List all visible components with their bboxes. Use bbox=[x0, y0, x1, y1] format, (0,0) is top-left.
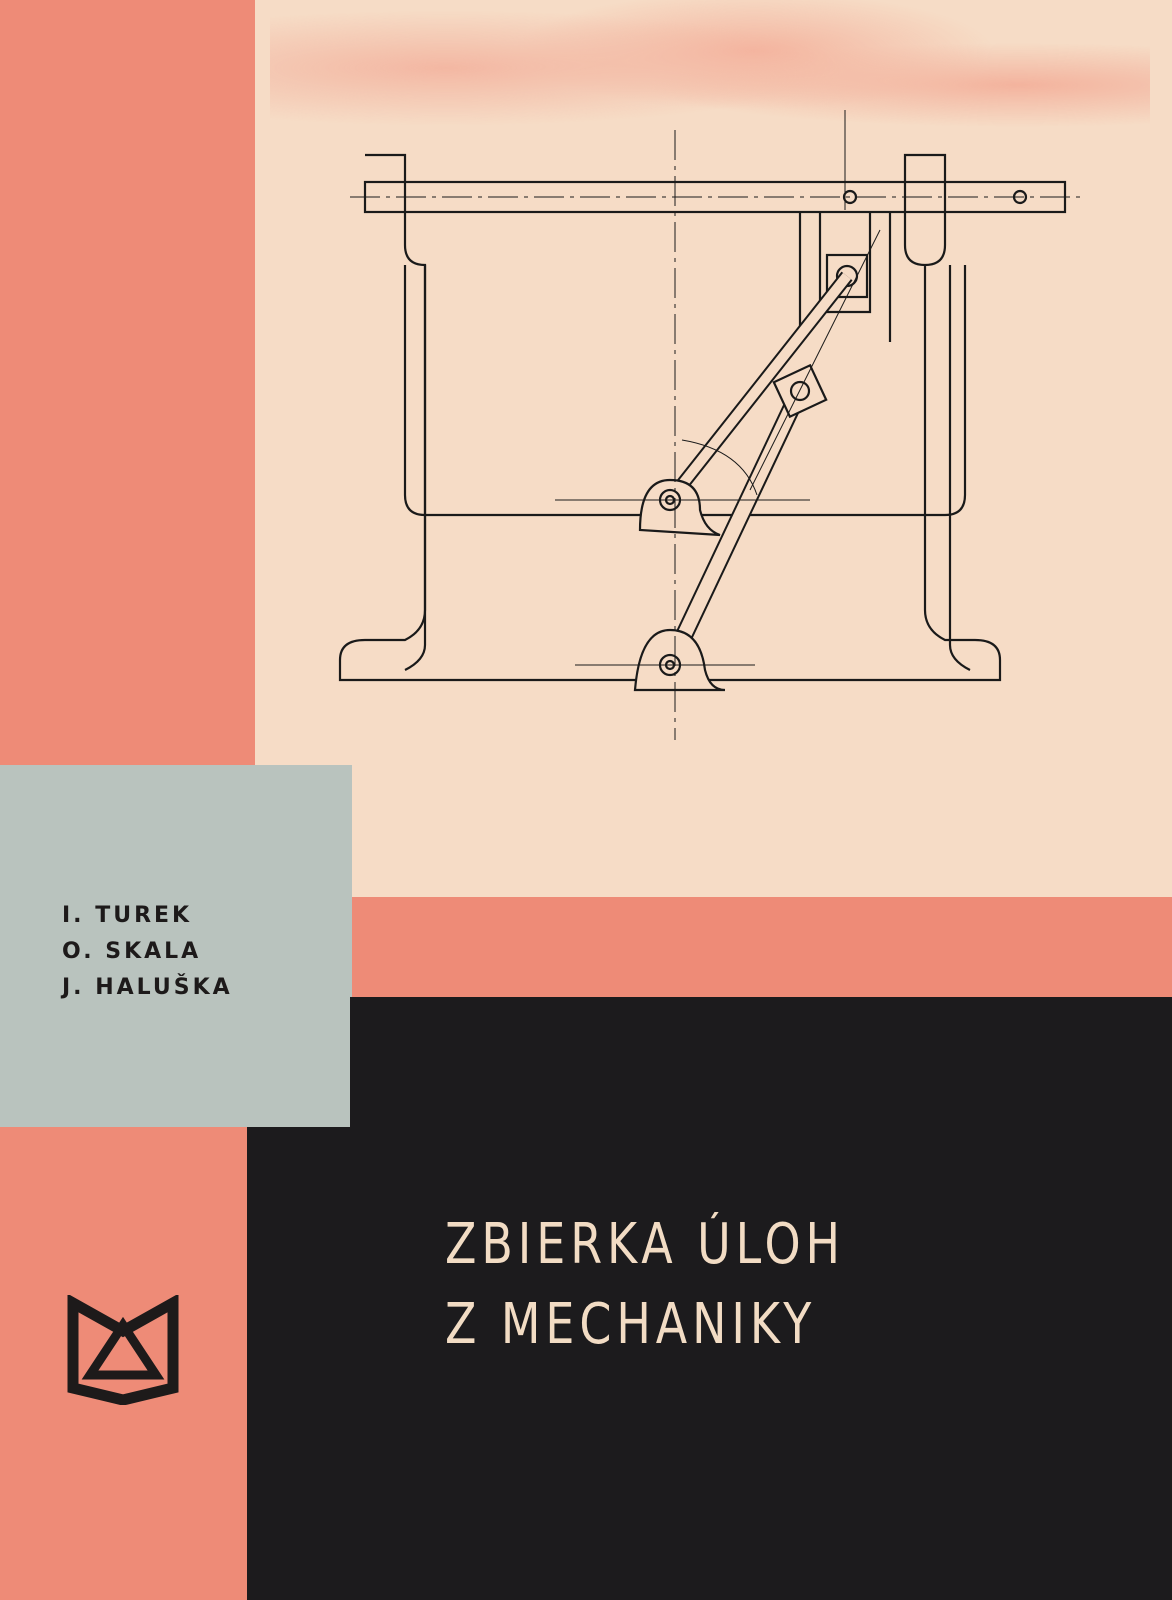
author-name: J. HALUŠKA bbox=[62, 975, 233, 1000]
mechanism-drawing bbox=[338, 110, 1080, 740]
title-line: Z MECHANIKY bbox=[445, 1292, 817, 1357]
title-line: ZBIERKA ÚLOH bbox=[445, 1212, 846, 1277]
title-panel-extension bbox=[247, 1127, 352, 1600]
decorative-texture bbox=[270, 0, 1150, 170]
publisher-logo-icon bbox=[67, 1295, 179, 1405]
book-title: ZBIERKA ÚLOH Z MECHANIKY bbox=[445, 1205, 845, 1365]
author-name: I. TUREK bbox=[62, 903, 193, 928]
author-name: O. SKALA bbox=[62, 939, 202, 964]
author-list: I. TUREK O. SKALA J. HALUŠKA bbox=[62, 898, 233, 1006]
author-panel bbox=[0, 765, 352, 1127]
salmon-strip bbox=[352, 897, 1172, 997]
title-panel bbox=[350, 997, 1172, 1600]
